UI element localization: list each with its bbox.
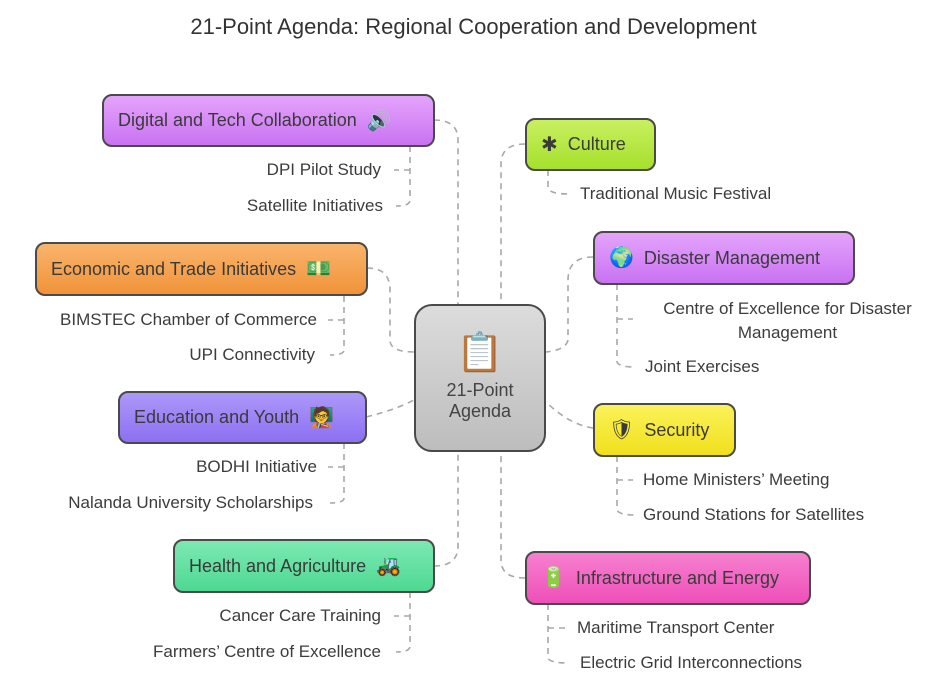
list-item: Cancer Care Training — [219, 606, 381, 625]
node-label: Infrastructure and Energy — [575, 567, 780, 588]
node-education-youth[interactable]: Education and Youth 🧑‍🏫 — [118, 391, 367, 444]
node-culture[interactable]: ✱ Culture — [525, 118, 656, 171]
list-item: Traditional Music Festival — [580, 184, 772, 203]
node-label: Security — [644, 419, 710, 440]
list-item: Ground Stations for Satellites — [643, 505, 865, 524]
node-label: Disaster Management — [643, 247, 820, 268]
node-economic-trade[interactable]: Economic and Trade Initiatives 💵 — [35, 242, 368, 296]
list-item: Electric Grid Interconnections — [580, 653, 803, 672]
diagram-title: 21-Point Agenda: Regional Cooperation an… — [190, 14, 757, 39]
list-item: BIMSTEC Chamber of Commerce — [60, 310, 317, 329]
node-disaster-management[interactable]: 🌍 Disaster Management — [593, 231, 855, 285]
center-node[interactable]: 📋 21-Point Agenda — [414, 304, 546, 452]
list-item: Maritime Transport Center — [577, 618, 775, 637]
sparkle-icon: ✱ — [541, 133, 558, 156]
list-item: Joint Exercises — [645, 357, 760, 376]
list-item: Farmers’ Centre of Excellence — [152, 642, 381, 661]
list-item: BODHI Initiative — [196, 457, 317, 476]
node-label: Economic and Trade Initiatives — [51, 258, 297, 279]
list-item: UPI Connectivity — [189, 345, 315, 364]
clipboard-pencil-icon: 📋 — [456, 332, 504, 374]
list-item: Home Ministers’ Meeting — [643, 470, 830, 489]
node-security[interactable]: 🛡 Security — [593, 403, 736, 457]
node-label: Digital and Tech Collaboration — [118, 110, 357, 130]
list-item: Nalanda University Scholarships — [68, 493, 313, 512]
money-calculator-icon: 💵 — [306, 258, 332, 280]
node-health-agriculture[interactable]: Health and Agriculture 🚜 — [173, 539, 435, 593]
node-digital-tech[interactable]: Digital and Tech Collaboration 🔊 — [102, 94, 435, 147]
globe-thermometer-icon: 🌍 — [609, 247, 634, 269]
speaker-signal-icon: 🔊 — [366, 109, 392, 132]
node-label: Education and Youth — [134, 407, 300, 427]
node-infrastructure-energy[interactable]: 🔋 Infrastructure and Energy — [525, 551, 811, 605]
list-item: DPI Pilot Study — [266, 160, 381, 179]
teacher-board-icon: 🧑‍🏫 — [309, 406, 335, 429]
battery-leaf-icon: 🔋 — [541, 567, 566, 589]
tractor-icon: 🚜 — [376, 555, 402, 577]
center-label-line1: 21-Point — [446, 380, 514, 400]
center-label-line2: Agenda — [448, 401, 512, 421]
list-item: Satellite Initiatives — [246, 196, 383, 215]
node-label: Culture — [567, 134, 626, 154]
node-label: Health and Agriculture — [189, 555, 367, 576]
list-item: Centre of Excellence for Disaster Manage… — [663, 299, 912, 342]
shield-check-icon: 🛡 — [609, 419, 635, 441]
